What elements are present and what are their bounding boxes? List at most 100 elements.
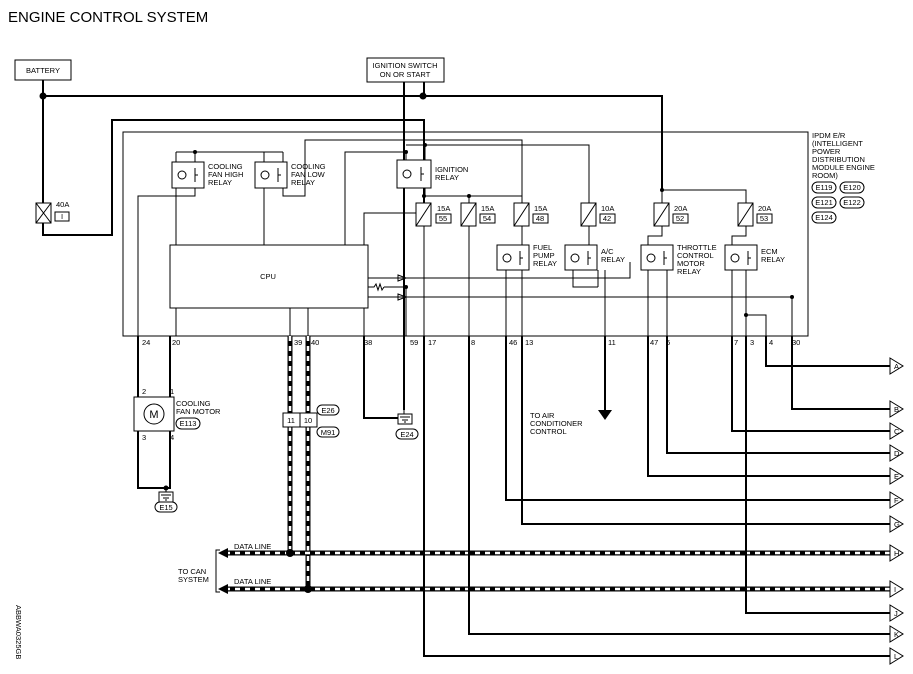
- ipdm-connector-e121: E121: [815, 198, 833, 207]
- ipdm-connector-e124: E124: [815, 213, 833, 222]
- ignition-switch: IGNITION SWITCH ON OR START: [366, 57, 445, 83]
- ipdm-box: [122, 131, 809, 337]
- ipdm-connector-e119: E119: [816, 183, 833, 192]
- motor-pin-2: 2: [142, 387, 146, 396]
- main-fuse-amp: 40A: [56, 200, 69, 209]
- ac-note-3: CONTROL: [530, 427, 567, 436]
- cooling-fan-motor: M 2 1 3 4 COOLING FAN MOTOR E113: [133, 336, 221, 491]
- fuse-52-amp: 20A: [674, 204, 687, 213]
- relay-ecm-l2: RELAY: [761, 255, 785, 264]
- side-code: ABBWA0325GB: [14, 605, 23, 659]
- terminal-59: 59: [410, 338, 418, 347]
- fuse-52: 20A 52: [653, 202, 689, 227]
- fuse-54: 15A 54: [460, 202, 496, 227]
- output-k: K: [894, 630, 899, 639]
- fuse-53-num: 53: [760, 214, 768, 223]
- output-d: D: [894, 449, 900, 458]
- ignition-switch-line2: ON OR START: [380, 70, 431, 79]
- terminal-6: 6: [666, 338, 670, 347]
- ground-e15: E15: [154, 488, 178, 513]
- power-wiring: [39, 80, 663, 410]
- battery: BATTERY: [14, 59, 72, 81]
- fuse-53-amp: 20A: [758, 204, 771, 213]
- relay-ac: A/C RELAY: [564, 244, 625, 271]
- relay-throttle-l2: CONTROL: [677, 251, 714, 260]
- output-f: F: [894, 496, 899, 505]
- terminal-20: 20: [172, 338, 180, 347]
- fuse-42-num: 42: [603, 214, 611, 223]
- ground-e24: E24: [363, 336, 419, 440]
- relay-fuel-pump-l1: FUEL: [533, 243, 552, 252]
- relay-cooling-fan-low-l1: COOLING: [291, 162, 326, 171]
- fuse-48-amp: 15A: [534, 204, 547, 213]
- joint-pin-11: 11: [287, 416, 295, 425]
- motor-connector: E113: [180, 419, 197, 428]
- fuse-53: 20A 53: [737, 202, 773, 227]
- ipdm-connectors: E119 E120 E121 E122 E124: [811, 181, 865, 224]
- ground-e24-label: E24: [400, 430, 413, 439]
- output-connectors: A B C D E F G H I J K L: [889, 357, 904, 665]
- relay-ignition: IGNITION RELAY: [396, 159, 468, 189]
- relay-ac-l2: RELAY: [601, 255, 625, 264]
- data-line-label-2: DATA LINE: [234, 577, 271, 586]
- main-fuse: 40A I: [35, 200, 70, 224]
- relay-fuel-pump: FUEL PUMP RELAY: [496, 243, 557, 271]
- terminal-17: 17: [428, 338, 436, 347]
- to-can-line2: SYSTEM: [178, 575, 209, 584]
- fuse-52-num: 52: [676, 214, 684, 223]
- ipdm-connector-e122: E122: [843, 198, 861, 207]
- terminal-24: 24: [142, 338, 150, 347]
- motor-pin-3: 3: [142, 433, 146, 442]
- terminal-38: 38: [364, 338, 372, 347]
- relay-ecm: ECM RELAY: [724, 244, 785, 271]
- fuse-54-num: 54: [483, 214, 491, 223]
- battery-label: BATTERY: [26, 66, 60, 75]
- output-e: E: [894, 472, 899, 481]
- output-wiring: [423, 336, 890, 657]
- ipdm-label: IPDM E/R (INTELLIGENT POWER DISTRIBUTION…: [812, 131, 875, 180]
- data-line-label-1: DATA LINE: [234, 542, 271, 551]
- output-b: B: [894, 405, 899, 414]
- output-i: I: [894, 585, 896, 594]
- ipdm-internal-wiring: [137, 139, 794, 336]
- terminal-8: 8: [471, 338, 475, 347]
- output-c: C: [894, 427, 900, 436]
- fuse-48-num: 48: [536, 214, 544, 223]
- ac-output: TO AIR CONDITIONER CONTROL: [530, 336, 612, 436]
- relay-throttle-l3: MOTOR: [677, 259, 705, 268]
- relay-cooling-fan-high-l2: FAN HIGH: [208, 170, 243, 179]
- joint-pin-10: 10: [304, 416, 312, 425]
- joint-connector-e26: E26: [321, 406, 334, 415]
- terminal-40: 40: [311, 338, 319, 347]
- fuse-54-amp: 15A: [481, 204, 494, 213]
- ipdm-label-3: POWER: [812, 147, 841, 156]
- terminal-13: 13: [525, 338, 533, 347]
- relay-fuel-pump-l2: PUMP: [533, 251, 555, 260]
- relay-ac-l1: A/C: [601, 247, 614, 256]
- motor-label-2: FAN MOTOR: [176, 407, 221, 416]
- relay-fuel-pump-l3: RELAY: [533, 259, 557, 268]
- relay-throttle-l4: RELAY: [677, 267, 701, 276]
- terminal-39: 39: [294, 338, 302, 347]
- ac-note-2: CONDITIONER: [530, 419, 583, 428]
- page-title: ENGINE CONTROL SYSTEM: [8, 9, 208, 26]
- fuse-55-amp: 15A: [437, 204, 450, 213]
- relay-cooling-fan-low: COOLING FAN LOW RELAY: [254, 161, 326, 189]
- can-lines: 11 10 E26 M91 DATA LINE DATA LINE TO CAN…: [178, 336, 890, 594]
- terminal-7: 7: [734, 338, 738, 347]
- ac-note-1: TO AIR: [530, 411, 555, 420]
- to-can-line1: TO CAN: [178, 567, 206, 576]
- relay-ignition-l2: RELAY: [435, 173, 459, 182]
- relay-throttle-l1: THROTTLE: [677, 243, 717, 252]
- relay-cooling-fan-high: COOLING FAN HIGH RELAY: [171, 161, 243, 189]
- terminal-11: 11: [608, 338, 616, 347]
- motor-pin-1: 1: [170, 387, 174, 396]
- ipdm-label-5: MODULE ENGINE: [812, 163, 875, 172]
- fuse-42-amp: 10A: [601, 204, 614, 213]
- ipdm-connector-e120: E120: [843, 183, 861, 192]
- cpu-label: CPU: [260, 272, 276, 281]
- terminal-30: 30: [792, 338, 800, 347]
- joint-connector-m91: M91: [321, 428, 336, 437]
- terminal-46: 46: [509, 338, 517, 347]
